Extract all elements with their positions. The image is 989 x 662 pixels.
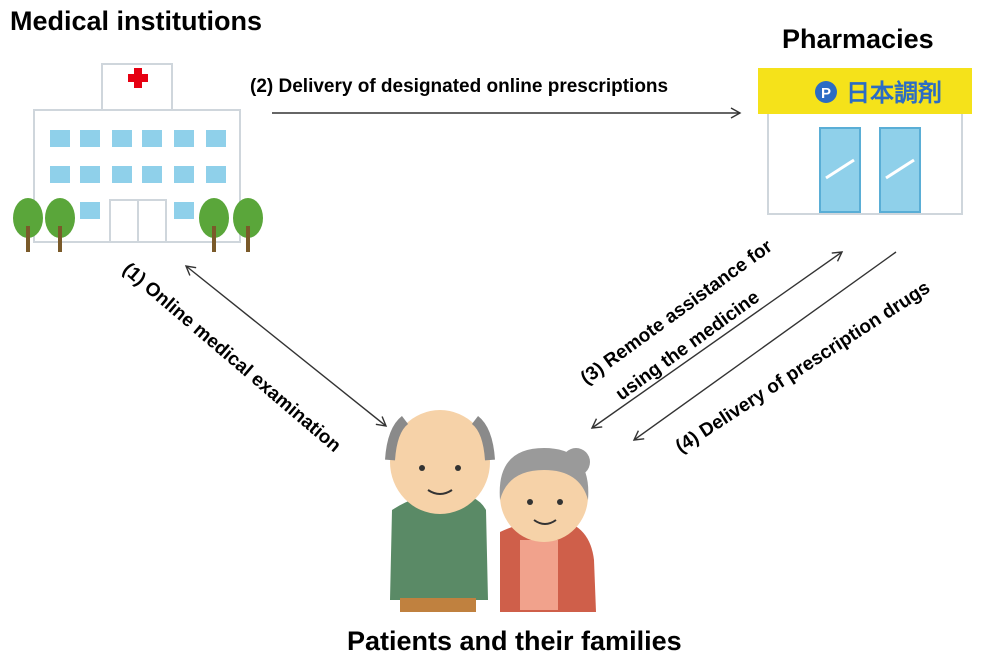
arrow-remote-assistance [590, 251, 844, 429]
patients-icon [385, 410, 596, 612]
medical-institutions-title: Medical institutions [10, 6, 263, 36]
pharmacy-sign: 日本調剤 [846, 79, 942, 107]
pharmacy-icon: P 日本調剤 [758, 68, 972, 215]
arrow-online-examination [184, 265, 388, 427]
pharmacies-title: Pharmacies [782, 24, 934, 54]
tree-icon [13, 198, 263, 252]
arrow-drug-delivery [632, 251, 897, 441]
svg-text:P: P [821, 85, 831, 102]
flow-2-label: (2) Delivery of designated online prescr… [250, 76, 669, 97]
hospital-icon [13, 63, 263, 252]
patients-title: Patients and their families [347, 626, 682, 656]
